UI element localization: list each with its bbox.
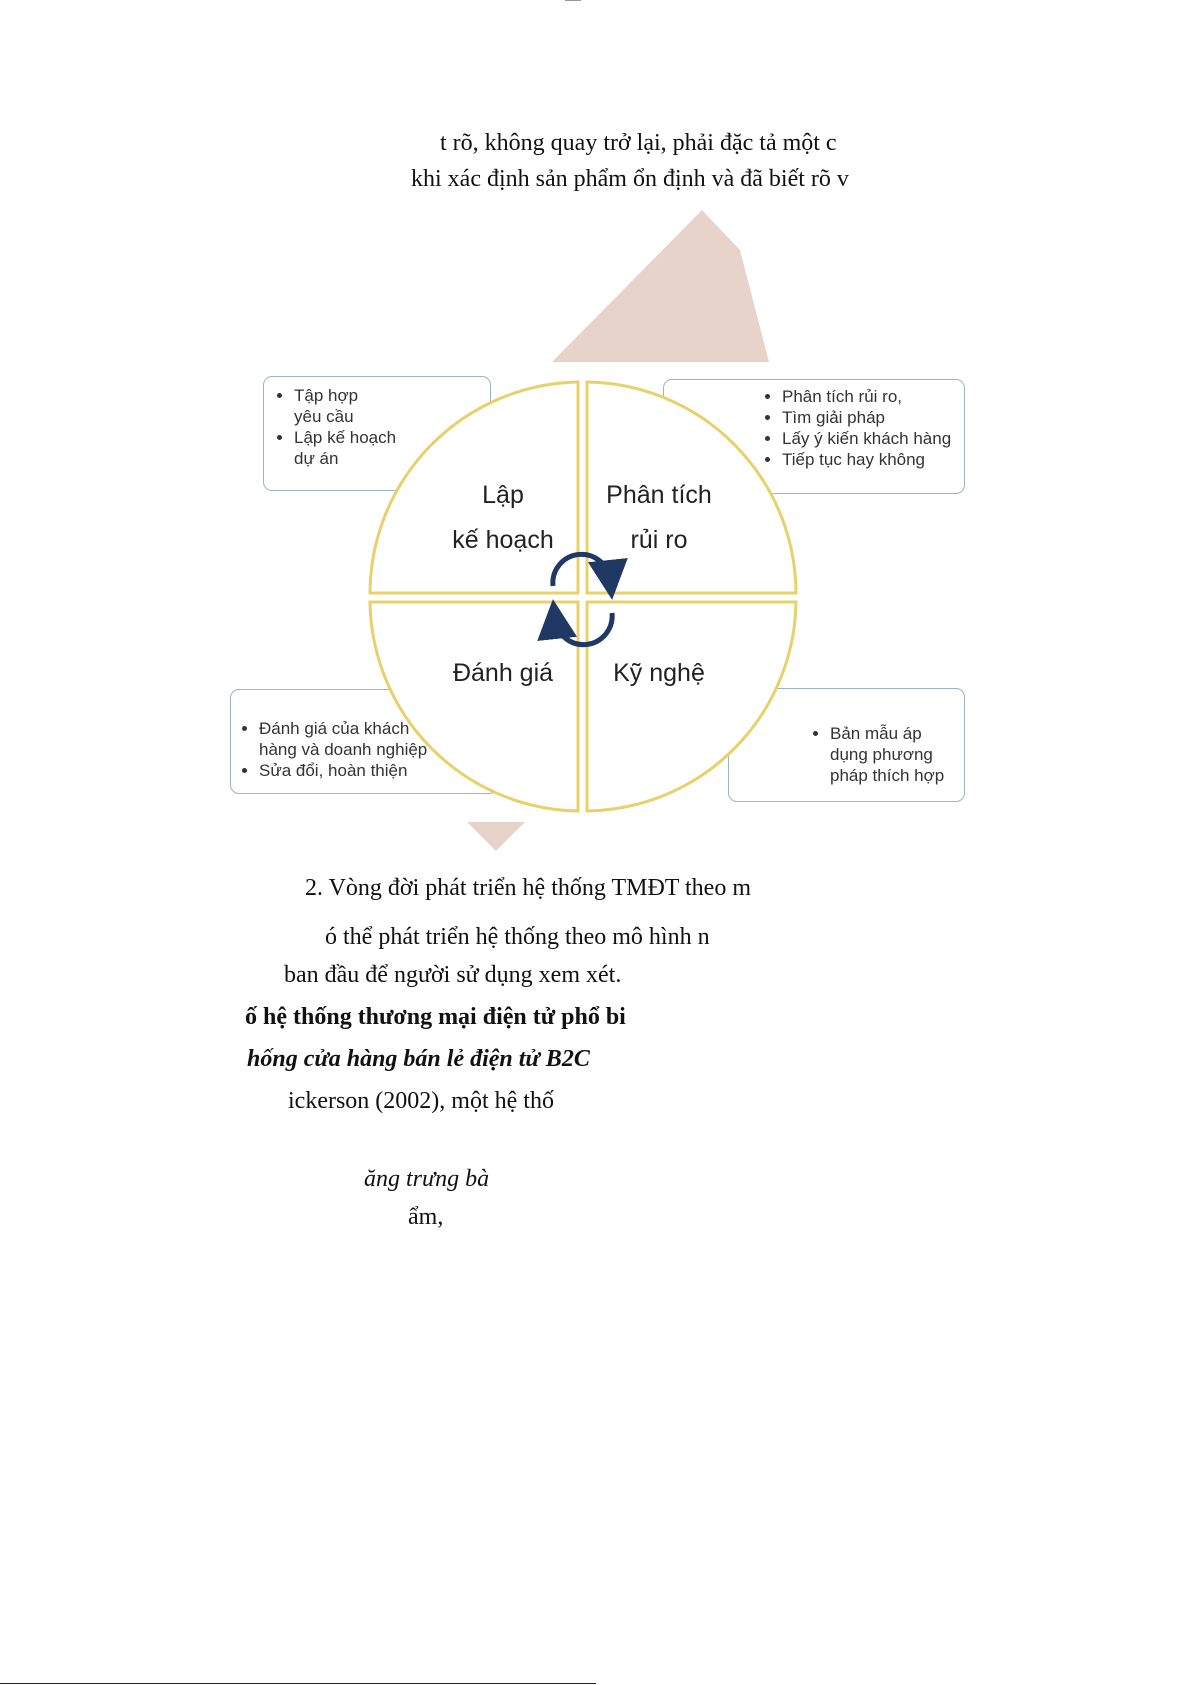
text-line: ẩm,: [408, 1204, 444, 1230]
subsection-heading: hống cửa hàng bán lẻ điện tử B2C: [247, 1046, 590, 1072]
quadrant-label-engineer: Kỹ nghệ: [613, 659, 705, 687]
box-plan-item: Lập kế hoạch dự án: [294, 427, 414, 469]
quadrant-engineer: [585, 600, 798, 813]
watermark-top-shape: [552, 210, 769, 362]
box-risk-item: Lấy ý kiến khách hàng: [782, 428, 958, 449]
figure-caption: 2. Vòng đời phát triển hệ thống TMĐT the…: [305, 875, 751, 901]
watermark-bottom-shape: [467, 822, 525, 851]
text-line: ó thể phát triển hệ thống theo mô hình n: [325, 924, 710, 950]
page-top-mark: [565, 0, 581, 1]
quadrant-label-line: kế hoạch: [452, 526, 554, 554]
quadrant-plan: [368, 380, 580, 595]
quadrant-label-line: Phân tích: [606, 481, 712, 509]
text-line: ickerson (2002), một hệ thố: [288, 1088, 554, 1114]
quadrant-risk: [585, 380, 798, 595]
text-line: ban đầu để người sử dụng xem xét.: [284, 962, 622, 988]
quadrant-evaluate: [368, 600, 580, 813]
quadrant-label-plan: Lập kế hoạch: [418, 473, 588, 563]
text-line: ăng trưng bà: [364, 1166, 490, 1192]
text-line: t rõ, không quay trở lại, phải đặc tả mộ…: [440, 130, 837, 156]
quadrant-label-risk: Phân tích rủi ro: [578, 473, 740, 563]
box-risk-item: Tìm giải pháp: [782, 407, 958, 428]
cycle-arrow-icon: [550, 551, 628, 600]
cycle-arrow-icon: [537, 599, 615, 648]
quadrant-label-line: Lập: [482, 481, 524, 509]
box-risk-item: Tiếp tục hay không: [782, 449, 958, 470]
box-plan-item: Tập hợp yêu cầu: [294, 385, 374, 427]
box-risk-item: Phân tích rủi ro,: [782, 386, 958, 407]
box-evaluate-item: Đánh giá của khách hàng và doanh nghiệp: [259, 718, 431, 760]
text-line: khi xác định sản phẩm ổn định và đã biết…: [411, 166, 849, 192]
quadrant-label-evaluate: Đánh giá: [452, 659, 554, 687]
box-engineer-item: Bản mẫu áp dụng phương pháp thích hợp: [830, 723, 960, 786]
section-heading: ố hệ thống thương mại điện tử phổ bi: [245, 1004, 626, 1030]
box-evaluate-item: Sửa đổi, hoàn thiện: [259, 760, 491, 781]
footnote-separator: [0, 1683, 596, 1684]
quadrant-label-line: rủi ro: [630, 526, 688, 554]
